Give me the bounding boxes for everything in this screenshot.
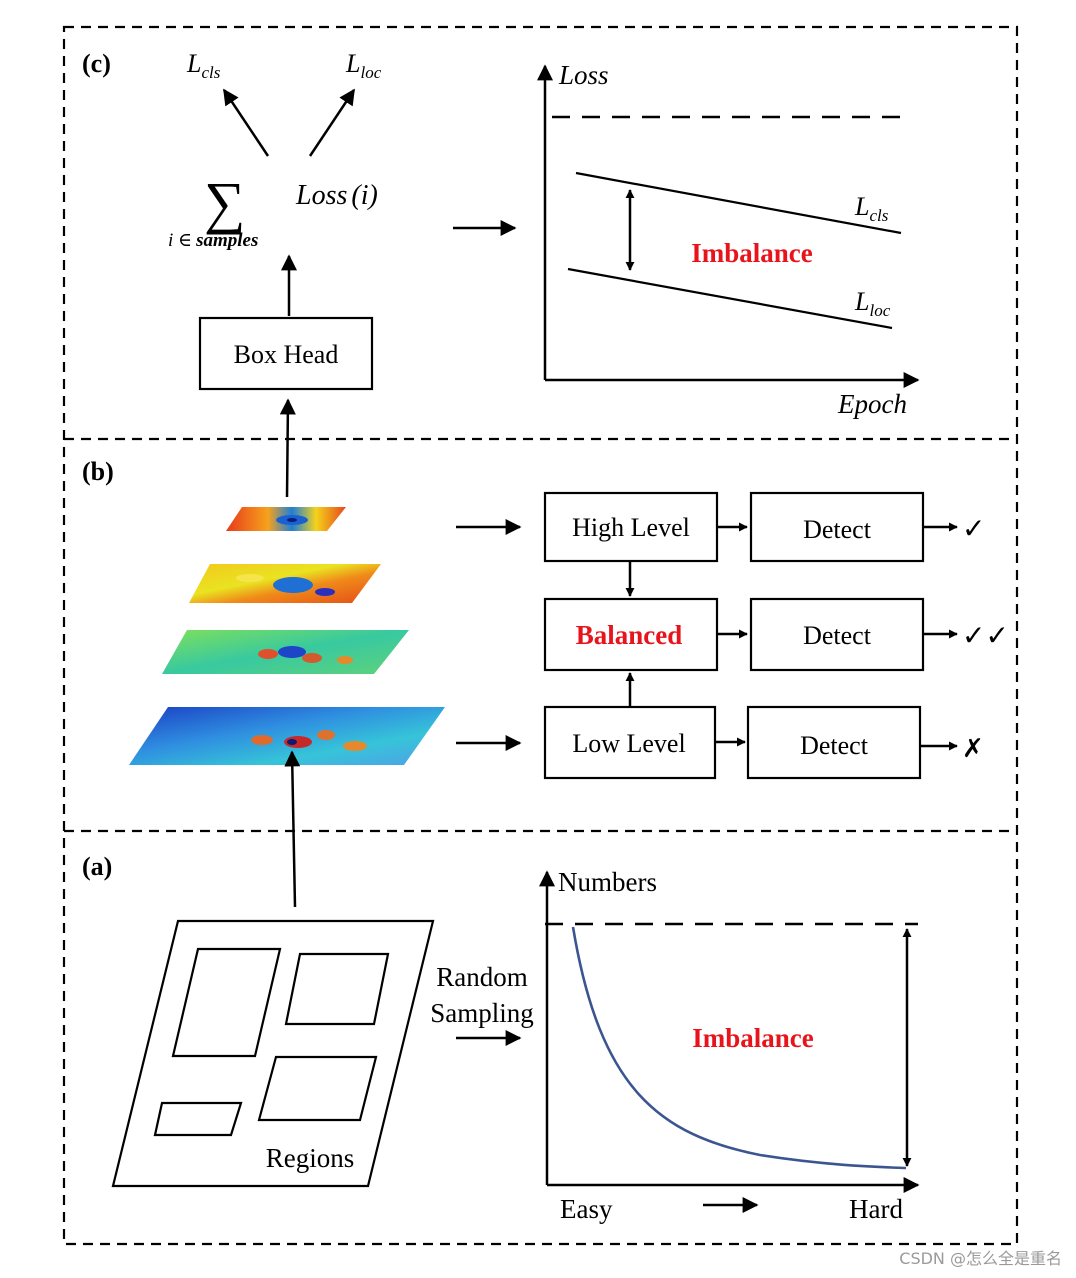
regions-illustration <box>111 919 435 1188</box>
watermark: CSDN @怎么全是重名 <box>899 1249 1062 1268</box>
balanced-label: Balanced <box>576 620 683 650</box>
region-box-1 <box>171 947 282 1058</box>
distribution-imbalance-label: Imbalance <box>692 1023 814 1053</box>
regions-label: Regions <box>266 1143 355 1173</box>
random-sampling-line2: Sampling <box>430 998 534 1028</box>
region-box-3 <box>257 1055 378 1122</box>
region-box-2 <box>284 952 390 1026</box>
high-level-block <box>543 491 719 563</box>
sum-symbol: ∑ <box>204 170 245 235</box>
feature-map-level-4 <box>129 707 445 765</box>
lloc-label: Lloc <box>345 49 382 82</box>
image-frame <box>111 919 435 1188</box>
lcls-label: Lcls <box>186 49 221 82</box>
panel-label-b: (b) <box>82 457 114 486</box>
hard-label: Hard <box>849 1194 903 1224</box>
feature-map-level-1 <box>226 507 346 531</box>
lcls-line-label: Lcls <box>854 192 889 225</box>
low-level-block <box>543 705 717 780</box>
detect-label-high: Detect <box>803 515 872 544</box>
balanced-block <box>543 597 719 672</box>
region-box-4 <box>153 1101 243 1137</box>
panel-b: (b) <box>82 398 1009 780</box>
panel-label-c: (c) <box>82 49 111 78</box>
arrow-to-lcls <box>222 88 270 157</box>
check-mark-single: ✓ <box>962 514 985 545</box>
panel-frames <box>62 25 1019 1246</box>
loss-epoch-plot: Loss Epoch Imbalance Lcls Lloc <box>537 60 920 419</box>
loss-term: Loss(i) <box>295 180 378 211</box>
detect-label-balanced: Detect <box>803 621 872 650</box>
detect-block-balanced <box>749 597 925 672</box>
outer-dashed-frame <box>62 25 1019 1246</box>
numbers-axis-label: Numbers <box>558 867 657 897</box>
high-level-label: High Level <box>572 513 690 542</box>
arrow-to-lloc <box>308 88 356 157</box>
lloc-line-label: Lloc <box>854 287 891 320</box>
random-sampling-line1: Random <box>436 962 528 992</box>
arrow-pyramid-to-boxhead <box>279 398 296 498</box>
panel-c: (c) Lcls Lloc ∑ i ∈samples Loss(i) Box H… <box>82 49 920 419</box>
detect-block-low <box>746 705 922 780</box>
distribution-curve <box>571 926 907 1170</box>
panel-label-a: (a) <box>82 852 112 881</box>
loss-axis-label: Loss <box>558 60 609 90</box>
detect-label-low: Detect <box>800 731 869 760</box>
sum-index: i ∈samples <box>168 230 258 251</box>
loss-imbalance-label: Imbalance <box>691 238 813 268</box>
epoch-axis-label: Epoch <box>837 389 907 419</box>
feature-map-level-2 <box>189 564 381 603</box>
check-mark-double: ✓✓ <box>962 621 1009 652</box>
box-head-block <box>198 316 374 391</box>
lcls-trend-line <box>575 171 902 235</box>
panel-a: (a) Regions Random Sampling Numbers Imba… <box>82 750 920 1224</box>
lloc-trend-line <box>567 267 893 330</box>
arrow-regions-to-pyramid <box>284 750 301 908</box>
feature-map-level-3 <box>162 630 409 674</box>
sample-distribution-plot: Numbers Imbalance Easy Hard <box>539 867 920 1224</box>
cross-mark: ✗ <box>962 734 984 763</box>
easy-label: Easy <box>560 1194 613 1224</box>
low-level-label: Low Level <box>572 729 685 758</box>
feature-pyramid <box>129 507 445 765</box>
box-head-label: Box Head <box>234 340 339 369</box>
